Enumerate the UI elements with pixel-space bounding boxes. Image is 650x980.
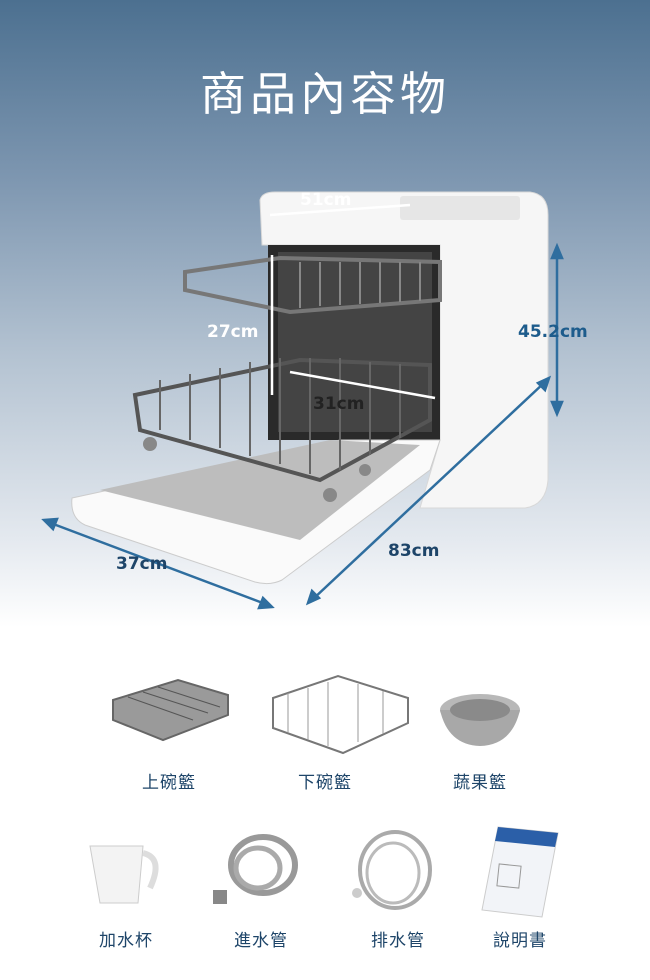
dishwasher-illustration xyxy=(41,191,564,610)
rack-height-dimension: 27cm xyxy=(207,322,259,342)
upper-rack-icon xyxy=(112,678,229,742)
accessory-label: 進水管 xyxy=(234,931,288,951)
rack-depth-dimension: 31cm xyxy=(313,394,365,414)
accessory-label: 加水杯 xyxy=(99,931,153,951)
inlet-hose-icon xyxy=(213,834,298,904)
height-dimension: 45.2cm xyxy=(518,322,588,342)
accessory-label: 說明書 xyxy=(493,931,547,951)
door-open-depth-dimension: 83cm xyxy=(388,541,440,561)
lower-rack-icon xyxy=(272,674,409,755)
water-cup-icon xyxy=(89,845,159,904)
accessory-label: 上碗籃 xyxy=(142,773,196,793)
page-title: 商品內容物 xyxy=(200,67,450,121)
width-dimension: 51cm xyxy=(300,190,352,210)
fruit-basket-icon xyxy=(440,694,520,746)
accessory-label: 蔬果籃 xyxy=(453,773,507,793)
accessory-label: 下碗籃 xyxy=(298,773,352,793)
drain-hose-icon xyxy=(352,830,432,910)
accessory-label: 排水管 xyxy=(371,931,425,951)
depth-dimension: 37cm xyxy=(116,554,168,574)
manual-icon xyxy=(481,826,559,918)
